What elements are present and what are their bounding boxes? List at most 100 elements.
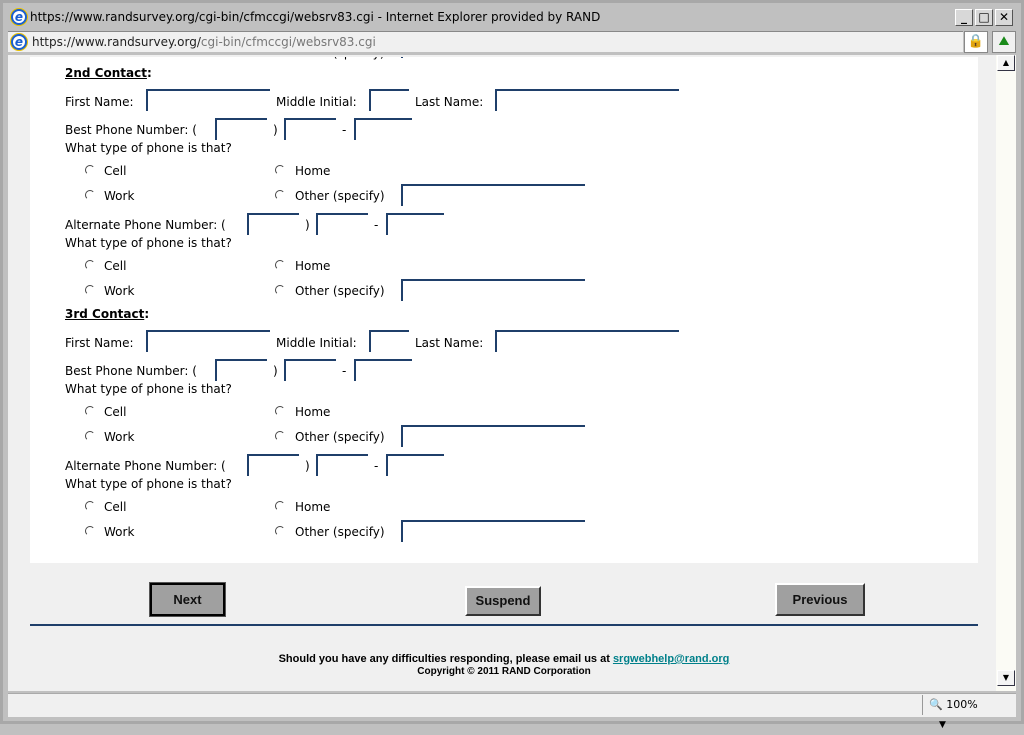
contact-2-best-phone-dash: - [342,123,347,137]
contact-3-best-phone-line-number-input[interactable] [354,359,412,381]
contact-2-middle-initial-label: Middle Initial: [276,95,357,109]
contact-3-heading-text: 3rd Contact [65,307,145,321]
help-text: Should you have any difficulties respond… [30,653,978,665]
contact-3-heading-colon: : [144,307,150,321]
suspend-button[interactable]: Suspend [465,586,541,616]
contact-2-alt-phone-home-radio[interactable] [275,260,285,270]
chevron-down-icon: ▼ [939,720,946,730]
contact-3-alt-phone-prefix-input[interactable] [316,454,368,476]
contact-2-best-phone-home-radio[interactable] [275,165,285,175]
contact-3-best-phone-prefix-input[interactable] [284,359,336,381]
page-icon: e [11,34,27,50]
help-email-link[interactable]: srgwebhelp@rand.org [612,653,730,665]
contact-2-heading-text: 2nd Contact [65,66,147,80]
contact-3-best-phone-cell-label: Cell [104,405,127,419]
contact-3-middle-initial-input[interactable] [369,330,409,352]
compatibility-view-icon[interactable]: ⛰ [992,31,1016,53]
contact-2-alt-phone-cell-radio[interactable] [85,260,95,270]
address-path: cgi-bin/cfmccgi/websrv83.cgi [200,35,376,49]
contact-3-alt-phone-home-radio[interactable] [275,501,285,511]
status-bar [8,693,1016,717]
contact-3-alt-phone-cell-label: Cell [104,500,127,514]
partial-work-label: Work [104,57,134,60]
divider [30,624,978,626]
scroll-down-arrow-icon[interactable]: ▼ [997,670,1015,686]
contact-2-alt-phone-prefix-input[interactable] [316,213,368,235]
contact-2-best-phone-type-question: What type of phone is that? [65,141,232,155]
contact-3-alt-phone-other-radio[interactable] [275,526,285,536]
next-button[interactable]: Next [149,582,226,617]
contact-2-last-name-input[interactable] [495,89,679,111]
contact-3-best-phone-other-label: Other (specify) [295,430,385,444]
contact-2-best-phone-other-label: Other (specify) [295,189,385,203]
contact-3-alt-phone-other-specify-input[interactable] [401,520,585,542]
contact-3-alt-phone-cell-radio[interactable] [85,501,95,511]
zoom-icon: 🔍 [929,698,943,711]
contact-2-alt-phone-other-specify-input[interactable] [401,279,585,301]
contact-2-heading-colon: : [146,66,152,80]
contact-2-best-phone-line-number-input[interactable] [354,118,412,140]
contact-2-best-phone-cell-label: Cell [104,164,127,178]
contact-3-first-name-label: First Name: [65,336,134,350]
contact-3-alt-phone-work-label: Work [104,525,135,539]
contact-2-best-phone-label: Best Phone Number: ( [65,123,197,137]
previous-button[interactable]: Previous [775,583,865,616]
contact-3-alt-phone-home-label: Home [295,500,331,514]
contact-3-best-phone-home-label: Home [295,405,331,419]
contact-3-best-phone-cell-radio[interactable] [85,406,95,416]
contact-2-alt-phone-area-code-input[interactable] [247,213,299,235]
copyright: Copyright © 2011 RAND Corporation [417,666,591,677]
address-host: https://www.randsurvey.org/ [32,35,201,49]
contact-2-best-phone-work-radio[interactable] [85,190,95,200]
address-url[interactable]: https://www.randsurvey.org/cgi-bin/cfmcc… [32,35,376,49]
title-bar [3,6,1021,28]
contact-2-alt-phone-line-number-input[interactable] [386,213,444,235]
window-title: https://www.randsurvey.org/cgi-bin/cfmcc… [30,10,601,24]
contact-3-alt-phone-type-question: What type of phone is that? [65,477,232,491]
contact-2-first-name-input[interactable] [146,89,270,111]
contact-2-alt-phone-dash: - [374,218,379,232]
vertical-scrollbar[interactable] [996,55,1016,691]
contact-3-best-phone-home-radio[interactable] [275,406,285,416]
scroll-up-arrow-icon[interactable]: ▲ [997,55,1015,71]
zoom-control[interactable]: 🔍 100% ▼ [922,695,996,730]
contact-3-best-phone-dash: - [342,364,347,378]
zoom-level: 100% [946,698,978,711]
contact-3-best-phone-work-label: Work [104,430,135,444]
partial-other-input[interactable] [401,57,585,58]
contact-2-alt-phone-work-radio[interactable] [85,285,95,295]
contact-2-best-phone-other-radio[interactable] [275,190,285,200]
contact-2-alt-phone-home-label: Home [295,259,331,273]
contact-3-heading: 3rd Contact: [65,307,149,321]
contact-3-alt-phone-area-code-input[interactable] [247,454,299,476]
contact-3-best-phone-other-specify-input[interactable] [401,425,585,447]
contact-2-best-phone-work-label: Work [104,189,135,203]
contact-3-best-phone-other-radio[interactable] [275,431,285,441]
contact-2-alt-phone-other-radio[interactable] [275,285,285,295]
minimize-button[interactable]: _ [955,9,973,26]
contact-3-first-name-input[interactable] [146,330,270,352]
contact-3-alt-phone-work-radio[interactable] [85,526,95,536]
contact-2-last-name-label: Last Name: [415,95,484,109]
contact-3-best-phone-work-radio[interactable] [85,431,95,441]
maximize-button[interactable]: □ [975,9,993,26]
close-button[interactable]: ✕ [995,9,1013,26]
contact-2-best-phone-other-specify-input[interactable] [401,184,585,206]
address-bar[interactable] [8,31,963,52]
contact-3-middle-initial-label: Middle Initial: [276,336,357,350]
contact-3-best-phone-close-paren: ) [273,364,278,378]
lock-icon[interactable]: 🔒 [964,31,988,53]
contact-3-best-phone-area-code-input[interactable] [215,359,267,381]
contact-3-alt-phone-label: Alternate Phone Number: ( [65,459,226,473]
contact-2-best-phone-cell-radio[interactable] [85,165,95,175]
contact-2-middle-initial-input[interactable] [369,89,409,111]
contact-3-last-name-input[interactable] [495,330,679,352]
contact-2-best-phone-prefix-input[interactable] [284,118,336,140]
contact-3-alt-phone-line-number-input[interactable] [386,454,444,476]
contact-2-alt-phone-type-question: What type of phone is that? [65,236,232,250]
contact-2-alt-phone-label: Alternate Phone Number: ( [65,218,226,232]
contact-2-first-name-label: First Name: [65,95,134,109]
contact-2-best-phone-area-code-input[interactable] [215,118,267,140]
contact-3-alt-phone-dash: - [374,459,379,473]
